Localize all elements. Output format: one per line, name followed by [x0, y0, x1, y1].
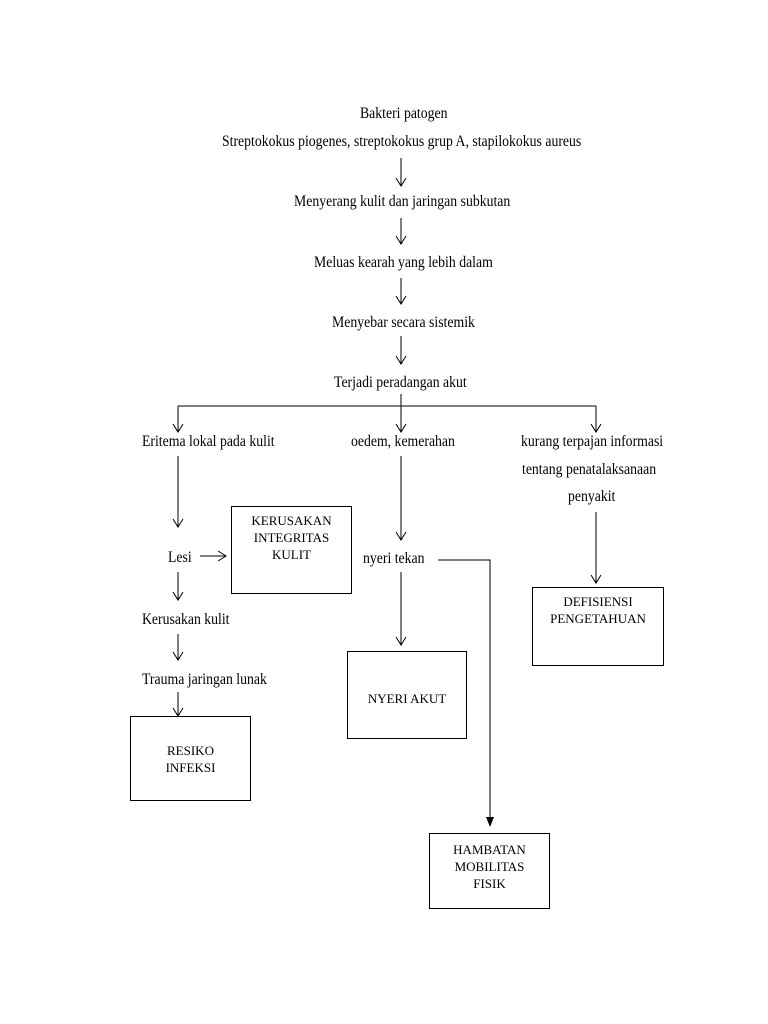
- step-peradangan: Terjadi peradangan akut: [334, 374, 467, 391]
- kerusakan-kulit-label: Kerusakan kulit: [142, 611, 230, 628]
- cause-agents: Streptokokus piogenes, streptokokus grup…: [222, 133, 582, 150]
- step-meluas: Meluas kearah yang lebih dalam: [314, 254, 493, 271]
- arrow-step1-to-step2: [395, 218, 407, 245]
- cause-title: Bakteri patogen: [360, 105, 448, 122]
- line-nyeri-to-hambatan: [438, 559, 491, 825]
- kurang-line3: penyakit: [568, 488, 616, 505]
- lesi-label: Lesi: [168, 549, 192, 566]
- oedem-label: oedem, kemerahan: [351, 433, 455, 450]
- eritema-label: Eritema lokal pada kulit: [142, 433, 275, 450]
- arrow-cause-to-step1: [395, 158, 407, 187]
- diagnosis-defisiensi-text: DEFISIENSI PENGETAHUAN: [550, 594, 646, 626]
- arrow-trauma-to-resiko-infeksi: [172, 692, 184, 717]
- diagnosis-nyeri-akut: NYERI AKUT: [347, 651, 467, 739]
- step-menyebar: Menyebar secara sistemik: [332, 314, 475, 331]
- diagnosis-hambatan-mobilitas-fisik: HAMBATAN MOBILITAS FISIK: [429, 833, 550, 909]
- arrow-step2-to-step3: [395, 278, 407, 305]
- arrowhead-solid: [486, 817, 494, 827]
- diagnosis-hambatan-mobilitas-text: HAMBATAN MOBILITAS FISIK: [453, 842, 526, 891]
- arrow-oedem-to-nyeri: [395, 456, 407, 541]
- diagnosis-resiko-infeksi: RESIKO INFEKSI: [130, 716, 251, 801]
- branch-split: [172, 394, 602, 433]
- trauma-label: Trauma jaringan lunak: [142, 671, 267, 688]
- diagnosis-nyeri-akut-text: NYERI AKUT: [367, 691, 447, 706]
- step-menyerang: Menyerang kulit dan jaringan subkutan: [294, 193, 511, 210]
- nyeri-tekan-label: nyeri tekan: [363, 550, 425, 567]
- arrow-lesi-to-kerusakan-kulit: [172, 572, 184, 601]
- arrow-step3-to-step4: [395, 336, 407, 365]
- arrow-lesi-to-kerusakan-integritas: [200, 550, 227, 562]
- diagnosis-defisiensi-pengetahuan: DEFISIENSI PENGETAHUAN: [532, 587, 664, 666]
- diagnosis-kerusakan-integritas-kulit: KERUSAKAN INTEGRITAS KULIT: [231, 506, 352, 594]
- kurang-line2: tentang penatalaksanaan: [522, 461, 657, 478]
- arrow-eritema-to-lesi: [172, 456, 184, 528]
- arrow-kurang-to-defisiensi: [590, 512, 602, 584]
- kurang-line1: kurang terpajan informasi: [521, 433, 664, 450]
- diagnosis-resiko-infeksi-text: RESIKO INFEKSI: [165, 743, 216, 775]
- arrow-nyeri-to-nyeri-akut: [395, 572, 407, 646]
- arrow-kerusakan-to-trauma: [172, 634, 184, 661]
- diagnosis-kerusakan-integritas-text: KERUSAKAN INTEGRITAS KULIT: [251, 513, 332, 562]
